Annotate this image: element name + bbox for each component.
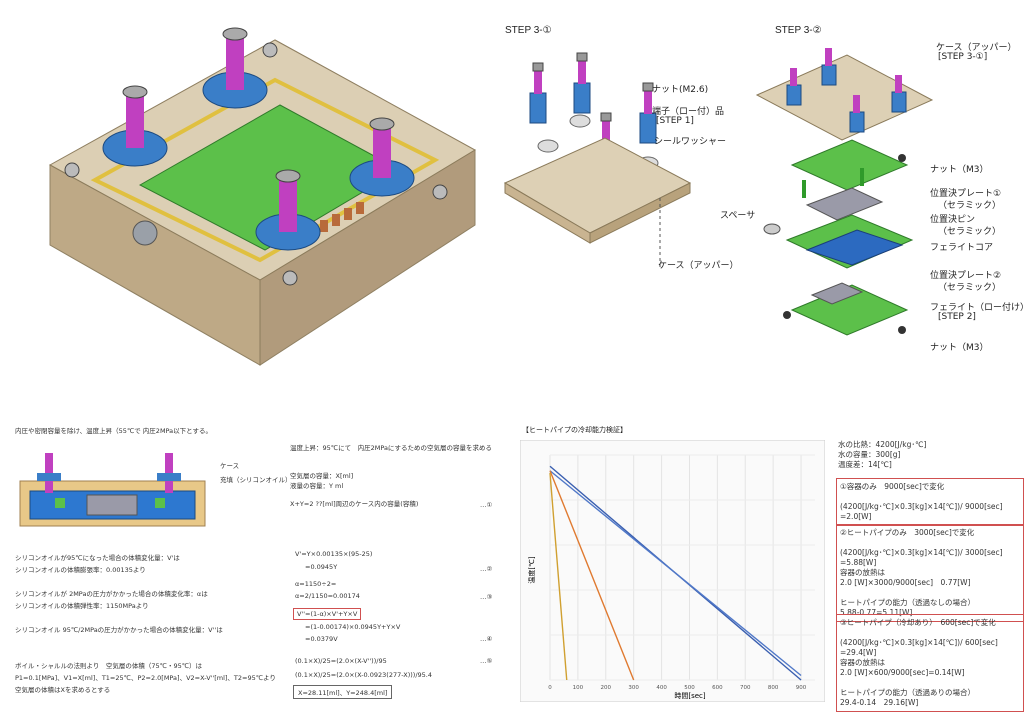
series-line [549, 472, 568, 681]
label-pos-plate2: 位置決プレート② [930, 271, 1002, 281]
equation-number: …① [480, 501, 493, 509]
terminal-icon [102, 85, 168, 167]
equation-number: …④ [480, 635, 493, 643]
doc-line [15, 639, 275, 651]
equation-number: …⑤ [480, 657, 493, 665]
chart-section-title: 【ヒートパイプの冷却能力検証】 [522, 426, 627, 434]
doc-line: 空気層の体積はXを求めるとする [15, 686, 111, 694]
calc-box-3: ③ヒートパイプ（冷却あり） 600[sec]で変化 (4200[J/kg･℃]×… [836, 614, 1024, 712]
x-axis-label: 時間[sec] [674, 692, 706, 700]
doc-line: シリコンオイルが 2MPaの圧力がかかった場合の体積変化率：αは [15, 590, 208, 598]
right-header-1: 温度上昇：95℃にて 内圧2MPaにするための空気層の容量を求める [290, 444, 492, 452]
x-tick-label: 400 [656, 685, 667, 691]
right-header-4: X+Y=2 ??[ml]周辺のケース内の容量(容積) [290, 500, 419, 508]
x-tick-label: 600 [712, 685, 723, 691]
label-nut-m3-b: ナット（M3） [930, 343, 989, 353]
label-case-upper-step: [STEP 3-①] [938, 52, 988, 62]
equation: =0.0945Y [305, 563, 338, 571]
right-header-2: 空気層の容量：X[ml] [290, 472, 354, 480]
equation: V'=Y×0.00135×(95-25) [295, 550, 373, 558]
label-ferrite-core: フェライトコア [930, 243, 994, 253]
x-tick-label: 700 [740, 685, 751, 691]
spacer-icon [763, 223, 781, 235]
cooling-chart: 0 100 200 300 400 500 600 700 800 900 温度[℃] 時間[se… [520, 440, 825, 702]
series-line [549, 470, 802, 677]
doc-header: 内圧や密閉容量を除け、温度上昇（55℃で 内圧2MPa以下とする。 [15, 427, 212, 435]
equation: =0.0379V [305, 635, 338, 643]
result-box: X=28.11[ml]、Y=248.4[ml] [293, 685, 393, 699]
doc-line: シリコンオイルが95℃になった場合の体積変化量：V'は [15, 554, 180, 562]
label-pos-plate2-mat: （セラミック） [938, 283, 1002, 293]
label-pos-pin: 位置決ピン [930, 215, 976, 225]
x-tick-label: 500 [684, 685, 695, 691]
step3-2-drawing [755, 48, 934, 336]
series-line [549, 470, 635, 681]
cross-section-drawing [19, 453, 206, 527]
label-case-upper: ケース（アッパー） [658, 261, 739, 271]
equation-number: …③ [480, 593, 493, 601]
equation: (0.1×X)/25=(2.0×(X-V''))/95 [295, 657, 387, 665]
equation: =(1-0.00174)×0.0945Y+Y×V [305, 623, 401, 631]
step3-2-title: STEP 3-② [775, 25, 822, 36]
doc-line: ボイル・シャルルの法則より 空気層の体積（75℃・95℃）は [15, 662, 203, 670]
right-header-3: 液量の容量：Y ml [290, 482, 344, 490]
x-tick-label: 0 [548, 685, 552, 691]
x-tick-label: 100 [573, 685, 584, 691]
equation-number: …② [480, 565, 493, 573]
doc-line: シリコンオイルの体積膨張率：0.00135より [15, 566, 146, 574]
label-pos-plate1-mat: （セラミック） [938, 201, 1002, 211]
equation: α=2/1150=0.00174 [295, 592, 360, 600]
case-label: ケース [220, 462, 240, 470]
y-axis-label: 温度[℃] [527, 556, 536, 584]
doc-line: シリコンオイル 95℃/2MPaの圧力がかかった場合の体積変化量：V''は [15, 626, 223, 634]
step3-1-drawing [503, 52, 692, 268]
x-tick-label: 300 [628, 685, 639, 691]
label-case-upper-2: ケース（アッパー） [936, 43, 1017, 53]
label-nut-m26: ナット(M2.6) [652, 85, 709, 95]
equation-highlight: V''=(1-α)×V'+Y×V [293, 608, 362, 620]
equation: α=1150÷2= [295, 580, 337, 588]
assembled-box-drawing [48, 27, 477, 366]
label-nut-m3-a: ナット（M3） [930, 165, 989, 175]
x-tick-label: 900 [796, 685, 807, 691]
label-spacer: スペーサ [720, 211, 756, 221]
x-tick-label: 800 [768, 685, 779, 691]
label-seal-washer: シールワッシャー [654, 137, 727, 147]
doc-left-lines: シリコンオイルが95℃になった場合の体積変化量：V'は シリコンオイルの体積膨張… [15, 554, 276, 699]
x-tick-label: 200 [601, 685, 612, 691]
label-terminal: 端子（ロー付）品 [652, 107, 725, 117]
calc-box-1: ①容器のみ 9000[sec]で変化 (4200[J/kg･℃]×0.3[kg]… [836, 478, 1024, 526]
equation: (0.1×X)/25=(2.0×(X-0.0923(277-X)))/95.4 [295, 671, 432, 679]
doc-line: シリコンオイルの体積弾性率：1150MPaより [15, 602, 149, 610]
doc-line: P1=0.1[MPa]、V1=X[ml]、T1=25℃、P2=2.0[MPa]、… [15, 674, 276, 682]
calc-box-2: ②ヒートパイプのみ 3000[sec]で変化 (4200[J/kg･℃]×0.3… [836, 524, 1024, 622]
calc-document: 内圧や密閉容量を除け、温度上昇（55℃で 内圧2MPa以下とする。 ケース 充填… [15, 425, 505, 705]
label-ferrite-brazed: フェライト（ロー付け） [930, 303, 1024, 313]
label-ferrite-brazed-step: [STEP 2] [938, 312, 976, 322]
label-terminal-step: [STEP 1] [656, 116, 694, 126]
label-pos-pin-mat: （セラミック） [938, 227, 1002, 237]
step3-1-title: STEP 3-① [505, 25, 552, 36]
sealant-label: 充填（シリコンオイル） [220, 476, 292, 484]
label-pos-plate1: 位置決プレート① [930, 189, 1002, 199]
spec-text: 水の比熱：4200[J/kg･℃] 水の容量：300[g] 温度差：14[℃] [838, 440, 927, 469]
